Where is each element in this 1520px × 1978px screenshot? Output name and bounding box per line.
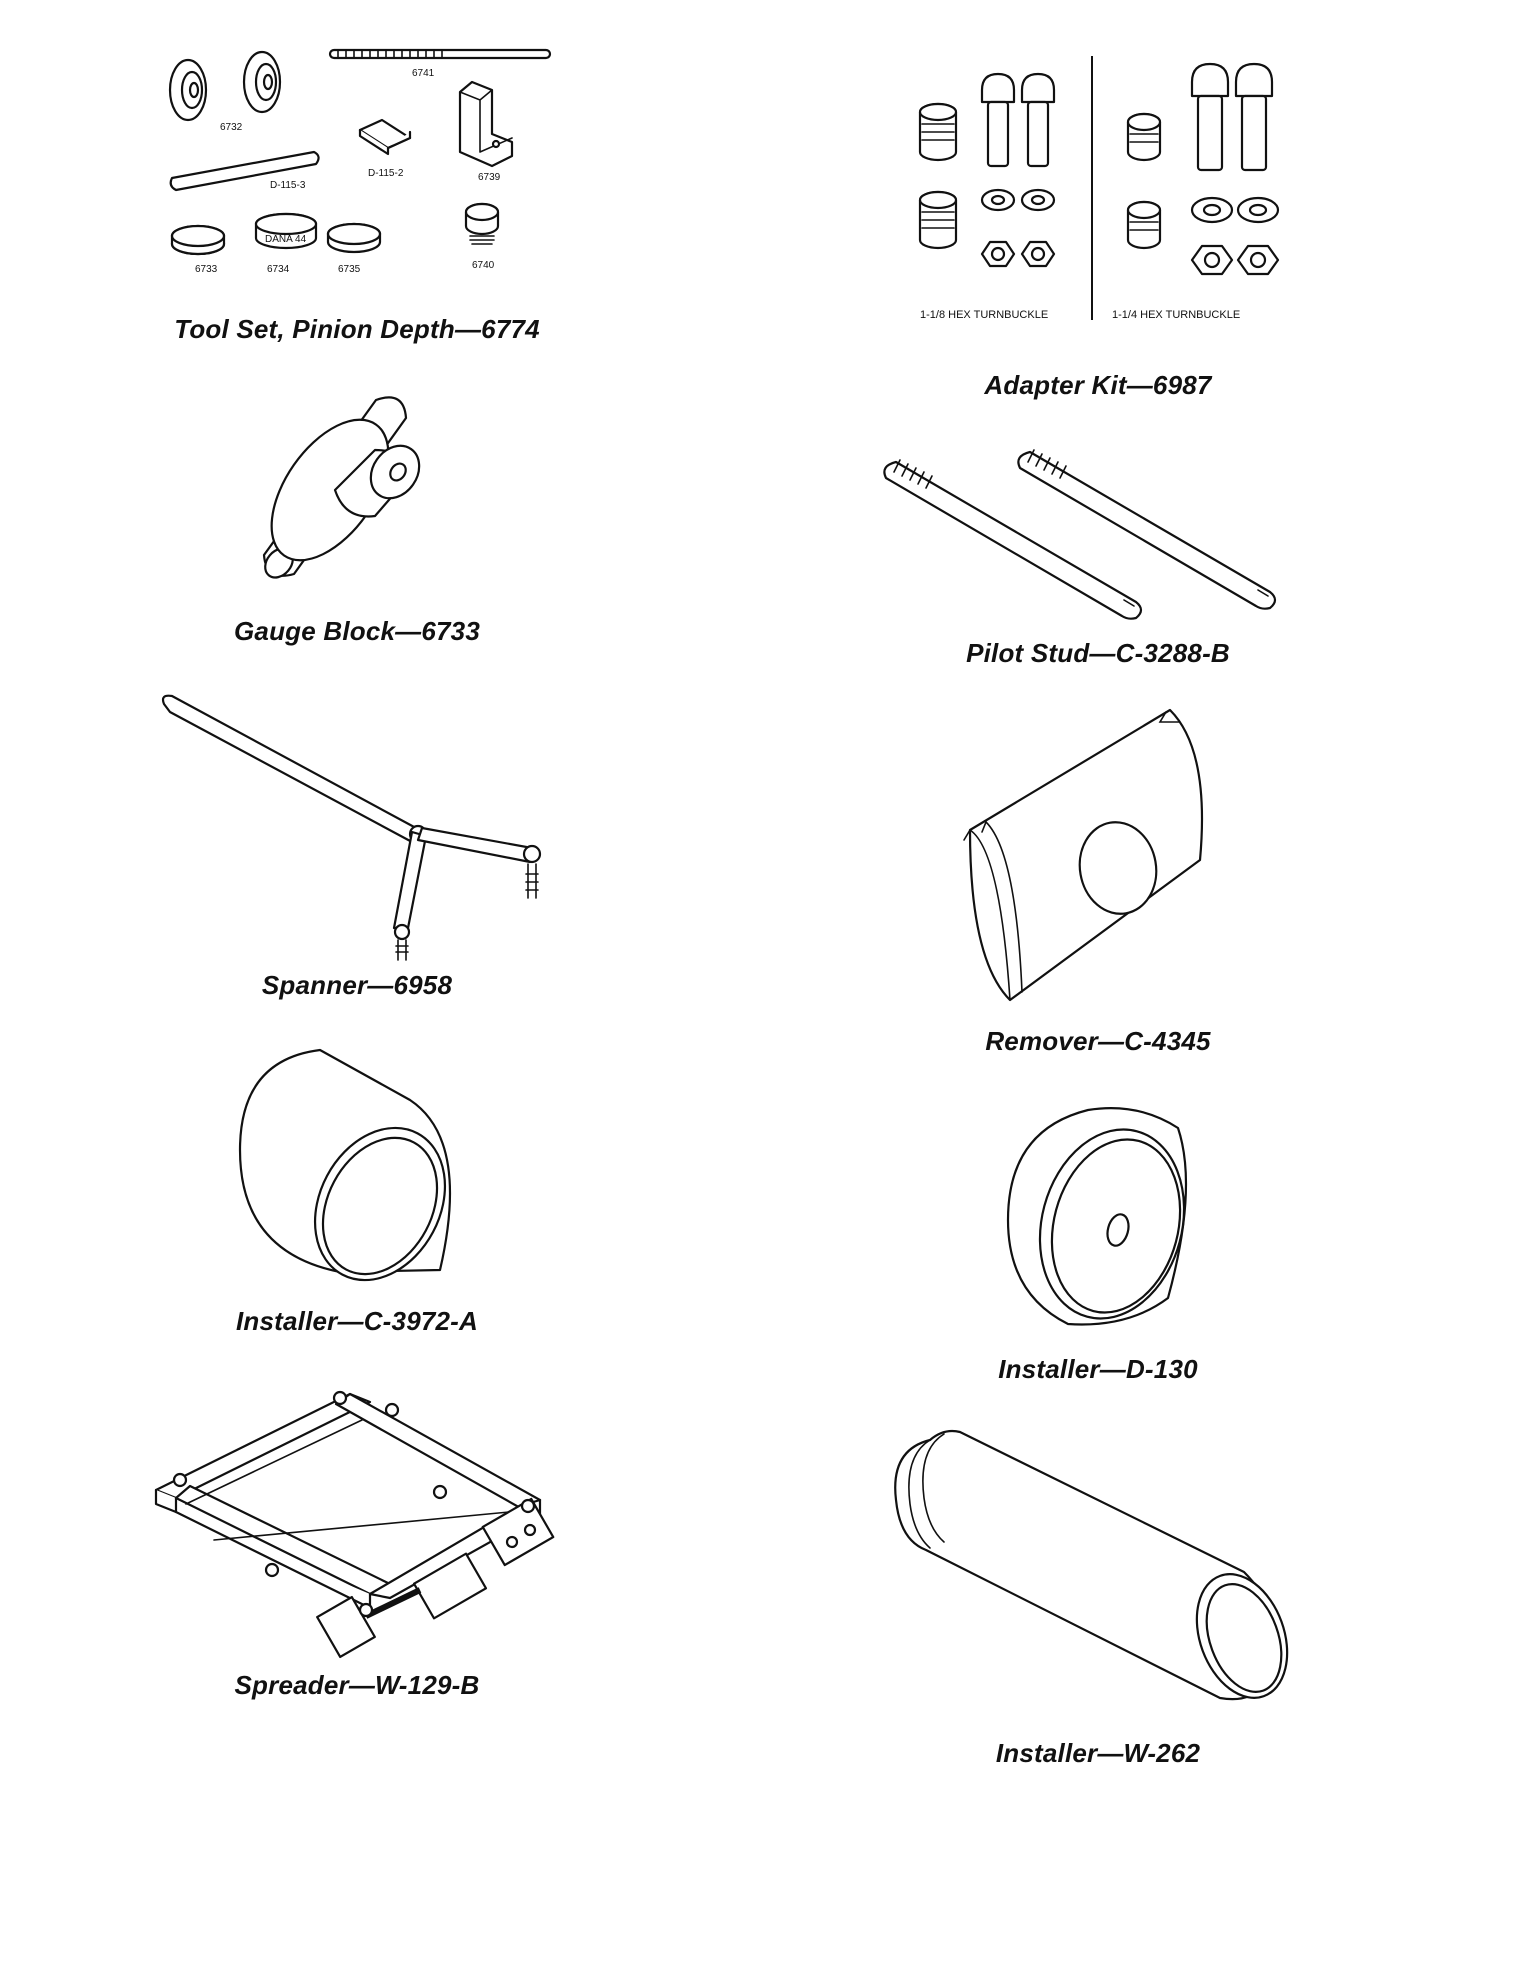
caption-spreader: Spreader—W-129-B <box>234 1670 480 1700</box>
caption-adapter-kit: Adapter Kit—6987 <box>984 370 1212 400</box>
part-label-6735: 6735 <box>338 264 361 275</box>
part-label-6733: 6733 <box>195 264 218 275</box>
pilot-stud-figure <box>883 440 1310 620</box>
label-1-1-4-hex-turnbuckle: 1-1/4 HEX TURNBUCKLE <box>1112 309 1240 321</box>
caption-installer-d-130: Installer—D-130 <box>998 1354 1198 1384</box>
part-label-6739: 6739 <box>478 172 501 183</box>
remover-illustration <box>963 708 1204 1002</box>
part-label-6734: 6734 <box>267 264 290 275</box>
caption-remover: Remover—C-4345 <box>985 1026 1211 1056</box>
gauge-block-figure <box>250 380 470 600</box>
caption-spanner: Spanner—6958 <box>261 970 453 1000</box>
tool-set-illustration: 6732 6741 D-115-2 6739 D-115-3 6733 DANA… <box>168 48 552 275</box>
pilot-stud-illustration <box>883 449 1277 620</box>
part-label-d-115-2: D-115-2 <box>368 168 404 179</box>
spreader-figure <box>150 1380 570 1660</box>
adapter-kit-figure: 1-1/8 HEX TURNBUCKLE 1-1/4 HEX TURNBUCKL… <box>900 50 1300 330</box>
part-label-6732: 6732 <box>220 122 243 133</box>
caption-pilot-stud: Pilot Stud—C-3288-B <box>966 638 1230 668</box>
spanner-figure <box>160 680 560 961</box>
caption-installer-c-3972-a: Installer—C-3972-A <box>235 1306 479 1336</box>
spreader-illustration <box>154 1390 555 1659</box>
caption-installer-w-262: Installer—W-262 <box>995 1738 1201 1768</box>
caption-gauge-block: Gauge Block—6733 <box>234 616 480 646</box>
installer-d-130-figure <box>1000 1100 1200 1330</box>
installer-w-262-figure <box>890 1420 1310 1720</box>
label-1-1-8-hex-turnbuckle: 1-1/8 HEX TURNBUCKLE <box>920 309 1048 321</box>
installer-c-3972-a-illustration <box>238 1048 452 1282</box>
adapter-kit-illustration: 1-1/8 HEX TURNBUCKLE 1-1/4 HEX TURNBUCKL… <box>918 56 1280 321</box>
gauge-block-illustration <box>262 396 421 579</box>
part-label-d-115-3: D-115-3 <box>270 180 306 191</box>
installer-w-262-illustration <box>894 1429 1289 1701</box>
remover-figure <box>950 700 1250 1010</box>
installer-c-3972-a-figure <box>230 1040 490 1290</box>
caption-tool-set-pinion-depth: Tool Set, Pinion Depth—6774 <box>174 314 540 344</box>
part-label-6741: 6741 <box>412 68 435 79</box>
part-label-6740: 6740 <box>472 260 495 271</box>
installer-d-130-illustration <box>1006 1107 1188 1326</box>
part-stamp-dana-44: DANA 44 <box>265 234 307 245</box>
spanner-illustration <box>161 694 542 961</box>
tool-set-pinion-depth-figure: 6732 6741 D-115-2 6739 D-115-3 6733 DANA… <box>160 40 560 300</box>
